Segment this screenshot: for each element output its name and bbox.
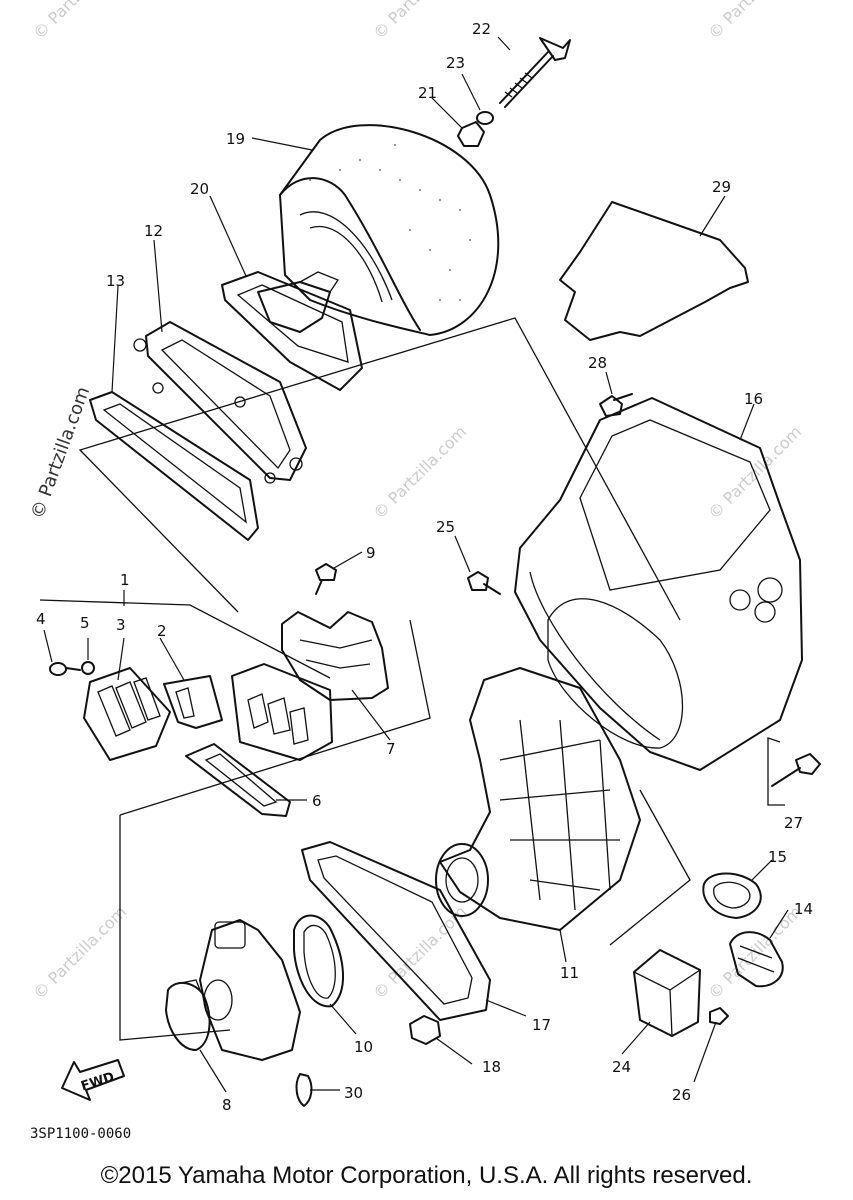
callout-28: 28	[588, 354, 607, 372]
callout-14: 14	[794, 900, 813, 918]
filter-guide-part	[221, 271, 363, 391]
forward-arrow: FWD	[61, 1059, 125, 1101]
carburetor-part	[199, 919, 301, 1061]
callout-25: 25	[436, 518, 455, 536]
bolt-27-part	[771, 753, 821, 787]
callout-21: 21	[418, 84, 437, 102]
bolt-9-part	[315, 563, 337, 595]
air-filter-case-part	[514, 397, 803, 771]
washer-part	[476, 111, 494, 125]
reference-code: 3SP1100-0060	[30, 1126, 131, 1142]
wing-bolt-part	[499, 37, 571, 108]
air-filter-part	[279, 124, 500, 336]
bolt-28-part	[599, 393, 633, 417]
clamp-8-part	[165, 979, 211, 1051]
callout-3: 3	[116, 616, 126, 634]
watermark: © Partzilla.com	[27, 384, 94, 522]
callout-22: 22	[472, 20, 491, 38]
cover-part	[559, 201, 749, 341]
screw-4-part	[49, 662, 81, 676]
reed-part	[163, 675, 223, 729]
grommet-15-part	[702, 872, 762, 919]
callout-18: 18	[482, 1058, 501, 1076]
callout-19: 19	[226, 130, 245, 148]
nut-part	[457, 121, 485, 147]
nut-26-part	[709, 1007, 729, 1025]
nut-18-part	[409, 1015, 441, 1045]
callouts: 1 2 3 4 5 6 7 8 9 10 11 12 13 14 15 16 1…	[36, 20, 813, 1114]
damper-24-part	[633, 949, 701, 1037]
callout-7: 7	[386, 740, 396, 758]
group-outline-reed	[39, 599, 331, 679]
watermark-layer: © Partzilla.com © Partzilla.com © Partzi…	[27, 0, 805, 1003]
callout-8: 8	[222, 1096, 232, 1114]
carb-joint-part	[281, 611, 389, 701]
callout-4: 4	[36, 610, 46, 628]
callout-6: 6	[312, 792, 322, 810]
group-outline-carb	[119, 815, 231, 1041]
leader-lines	[43, 36, 789, 1093]
reed-gasket-part	[185, 743, 291, 817]
callout-13: 13	[106, 272, 125, 290]
watermark: © Partzilla.com	[704, 902, 805, 1003]
watermark: © Partzilla.com	[369, 0, 470, 43]
callout-10: 10	[354, 1038, 373, 1056]
watermark: © Partzilla.com	[29, 902, 130, 1003]
callout-17: 17	[532, 1016, 551, 1034]
callout-15: 15	[768, 848, 787, 866]
callout-30: 30	[344, 1084, 363, 1102]
group-outline-boot	[119, 619, 431, 816]
joint-gasket-part	[301, 841, 491, 1021]
callout-24: 24	[612, 1058, 631, 1076]
callout-11: 11	[560, 964, 579, 982]
callout-23: 23	[446, 54, 465, 72]
watermark: © Partzilla.com	[704, 0, 805, 43]
group-outline-mount	[609, 789, 691, 946]
callout-2: 2	[157, 622, 167, 640]
clip-30-part	[295, 1073, 313, 1107]
callout-26: 26	[672, 1086, 691, 1104]
callout-16: 16	[744, 390, 763, 408]
clamp-10-part	[293, 914, 344, 1008]
reed-valve-part	[231, 663, 333, 761]
callout-5: 5	[80, 614, 90, 632]
copyright-footer: ©2015 Yamaha Motor Corporation, U.S.A. A…	[100, 1162, 753, 1189]
group-outline-right	[767, 737, 785, 806]
callout-20: 20	[190, 180, 209, 198]
intake-boot-part	[435, 667, 641, 931]
reed-plate-part	[83, 667, 171, 761]
watermark: © Partzilla.com	[29, 0, 130, 43]
group-outline-filter	[78, 317, 681, 621]
callout-12: 12	[144, 222, 163, 240]
boot-14-part	[729, 931, 784, 988]
callout-27: 27	[784, 814, 803, 832]
joint-plate-part	[133, 321, 307, 484]
callout-9: 9	[366, 544, 376, 562]
callout-1: 1	[120, 571, 130, 589]
watermark: © Partzilla.com	[369, 422, 470, 523]
gasket-part	[89, 391, 259, 541]
washer-5-part	[81, 661, 95, 675]
bolt-25-part	[467, 571, 501, 595]
callout-29: 29	[712, 178, 731, 196]
forward-arrow-label: FWD	[79, 1070, 116, 1095]
